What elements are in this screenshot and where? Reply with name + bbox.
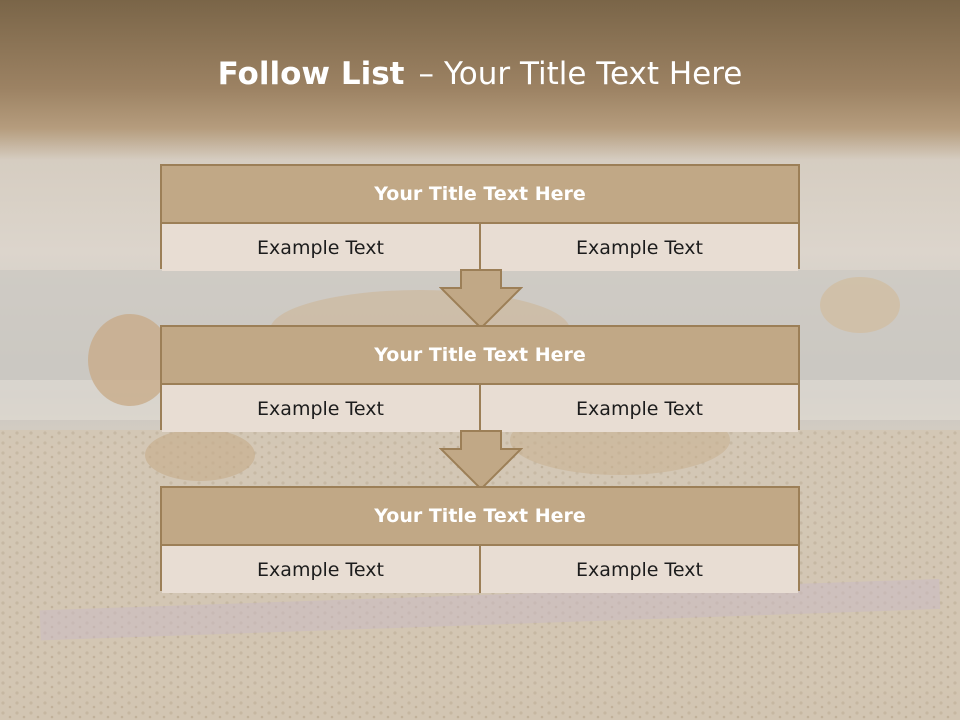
step-cell-left: Example Text <box>162 546 479 593</box>
step-block-3: Your Title Text Here Example Text Exampl… <box>160 486 800 593</box>
step-block-1: Your Title Text Here Example Text Exampl… <box>160 164 800 271</box>
step-title: Your Title Text Here <box>162 166 798 224</box>
step-row: Example Text Example Text <box>162 546 798 593</box>
step-cell-left: Example Text <box>162 224 479 271</box>
down-arrow-icon <box>439 430 523 491</box>
step-cell-right: Example Text <box>479 224 798 271</box>
step-cell-left: Example Text <box>162 385 479 432</box>
down-arrow-icon <box>439 269 523 330</box>
step-cell-right: Example Text <box>479 546 798 593</box>
step-row: Example Text Example Text <box>162 385 798 432</box>
step-row: Example Text Example Text <box>162 224 798 271</box>
slide-title: Follow List–Your Title Text Here <box>0 56 960 92</box>
slide-title-separator: – <box>418 56 434 92</box>
step-title: Your Title Text Here <box>162 488 798 546</box>
slide-title-rest: Your Title Text Here <box>443 56 743 92</box>
slide-title-bold: Follow List <box>217 56 405 92</box>
step-block-2: Your Title Text Here Example Text Exampl… <box>160 325 800 432</box>
header-band <box>0 0 960 160</box>
step-title: Your Title Text Here <box>162 327 798 385</box>
step-cell-right: Example Text <box>479 385 798 432</box>
